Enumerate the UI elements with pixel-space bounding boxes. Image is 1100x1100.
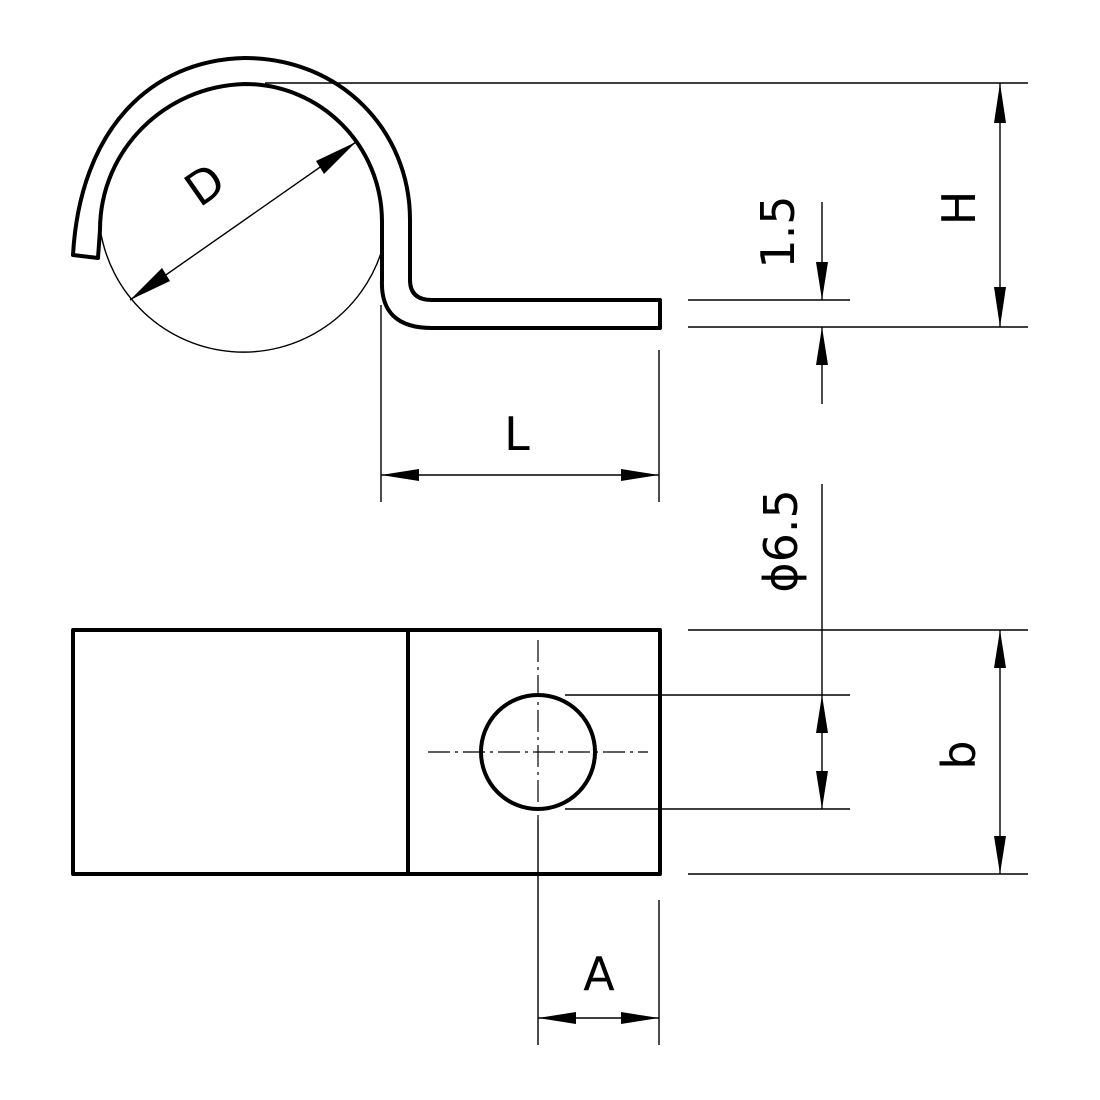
thickness-label: 1.5 — [751, 195, 805, 268]
hole-diameter-label: ϕ6.5 — [754, 489, 808, 593]
thickness-arrow-top — [816, 262, 828, 300]
thickness-arrow-bottom — [816, 327, 828, 365]
offset-label: A — [583, 947, 615, 1001]
length-label: L — [504, 407, 530, 461]
diameter-arrow-lower — [130, 268, 170, 300]
width-arrow-top — [994, 630, 1006, 668]
length-arrow-right — [621, 469, 659, 481]
width-label: b — [932, 740, 986, 769]
height-arrow-top — [994, 83, 1006, 123]
width-arrow-bottom — [994, 836, 1006, 874]
length-arrow-left — [381, 469, 419, 481]
hole-arrow-bottom — [816, 771, 828, 809]
height-label: H — [932, 191, 986, 226]
pipe-outline — [99, 227, 383, 353]
offset-arrow-left — [538, 1012, 576, 1024]
diameter-dimension-line — [129, 141, 357, 301]
diameter-arrow-upper — [316, 142, 356, 174]
hole-arrow-top — [816, 695, 828, 733]
clip-side-profile — [71, 56, 662, 330]
height-arrow-bottom — [994, 287, 1006, 327]
diameter-label: D — [175, 153, 235, 218]
clip-top-view-outline — [71, 628, 662, 876]
offset-arrow-right — [621, 1012, 659, 1024]
